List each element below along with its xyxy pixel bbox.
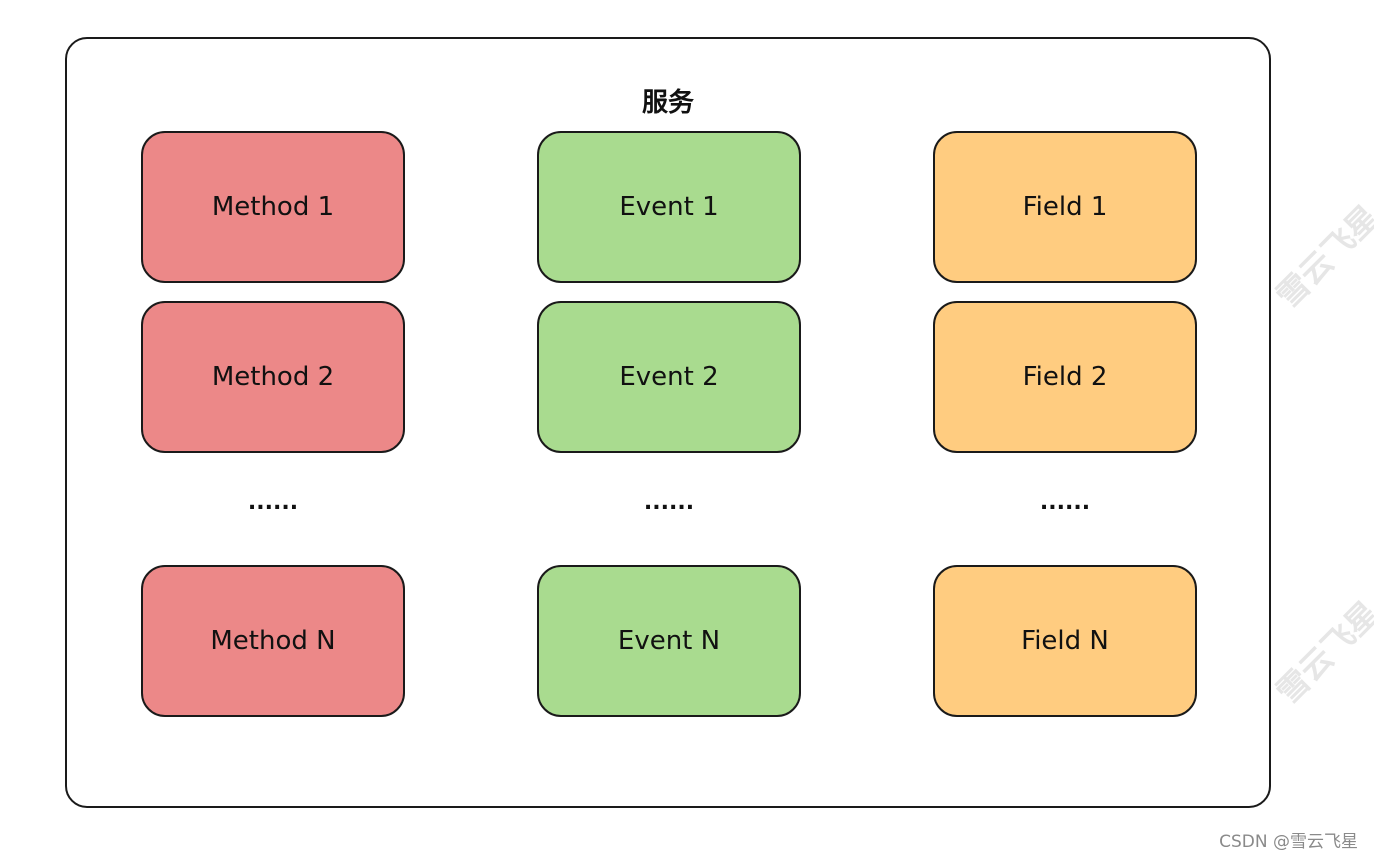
method-2-box: Method 2: [141, 301, 405, 453]
event-ellipsis: ......: [643, 490, 695, 515]
field-ellipsis: ......: [1039, 490, 1091, 515]
event-1-box: Event 1: [537, 131, 801, 283]
credit-text: CSDN @雪云飞星: [1219, 832, 1358, 852]
field-n-box: Field N: [933, 565, 1197, 717]
method-1-box: Method 1: [141, 131, 405, 283]
field-2-box: Field 2: [933, 301, 1197, 453]
event-n-box: Event N: [537, 565, 801, 717]
method-n-box: Method N: [141, 565, 405, 717]
event-2-box: Event 2: [537, 301, 801, 453]
watermark-text: 雪云飞星: [1268, 593, 1374, 712]
field-1-box: Field 1: [933, 131, 1197, 283]
method-ellipsis: ......: [247, 490, 299, 515]
watermark-text: 雪云飞星: [1268, 197, 1374, 316]
service-title: 服务: [641, 88, 694, 118]
